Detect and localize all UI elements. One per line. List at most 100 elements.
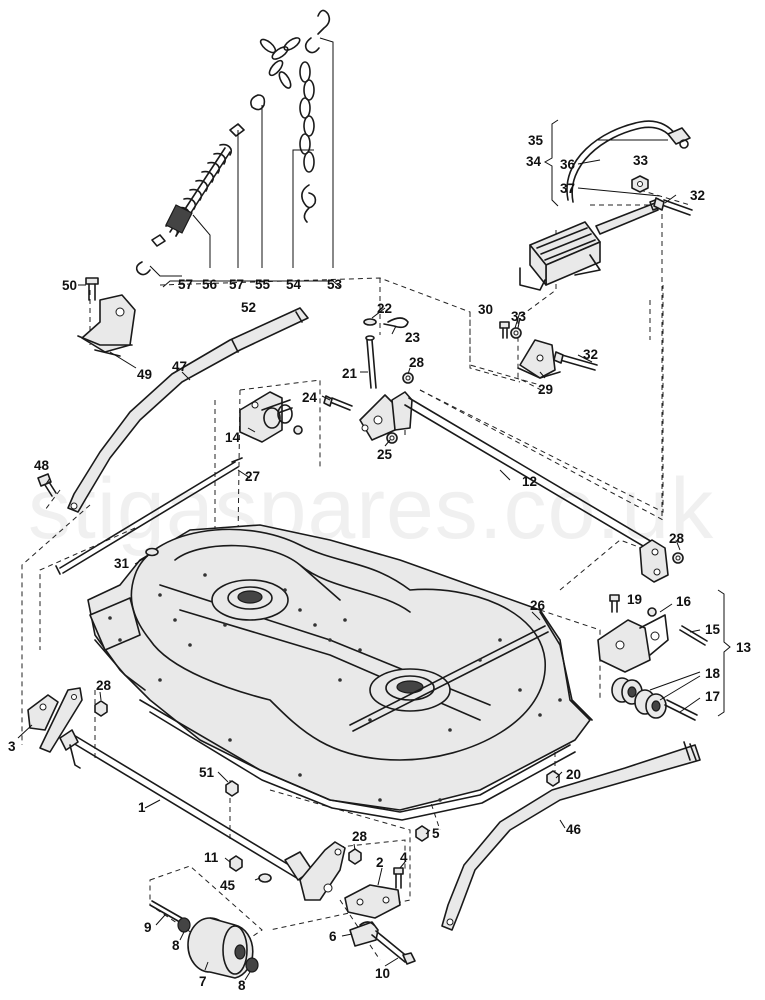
callout-13: 13 bbox=[736, 640, 752, 655]
actuator-assembly bbox=[519, 120, 693, 291]
callout-55: 55 bbox=[255, 277, 271, 292]
nut-8-right bbox=[245, 957, 259, 973]
bolt-32 bbox=[553, 351, 598, 371]
brace-34 bbox=[543, 119, 559, 207]
callout-28a: 28 bbox=[409, 355, 425, 370]
callout-2: 2 bbox=[376, 855, 384, 870]
callout-27: 27 bbox=[245, 469, 260, 484]
callout-18: 18 bbox=[705, 666, 721, 681]
tension-spring bbox=[165, 143, 233, 237]
callout-1: 1 bbox=[138, 800, 146, 815]
callout-30: 30 bbox=[478, 302, 493, 317]
washer-22 bbox=[363, 318, 377, 326]
callout-45: 45 bbox=[220, 878, 236, 893]
callout-48: 48 bbox=[34, 458, 50, 473]
callout-5: 5 bbox=[432, 826, 440, 841]
bolt-48 bbox=[37, 473, 57, 497]
lower-hook bbox=[301, 184, 317, 223]
callout-32b: 32 bbox=[583, 347, 598, 362]
callout-51: 51 bbox=[199, 765, 215, 780]
callout-14: 14 bbox=[225, 430, 241, 445]
mower-deck bbox=[87, 524, 593, 821]
callout-56: 56 bbox=[202, 277, 218, 292]
chain-links-diagonal bbox=[259, 37, 301, 89]
lift-arm-47 bbox=[67, 307, 309, 513]
nut-51 bbox=[225, 780, 239, 797]
callout-24: 24 bbox=[302, 390, 318, 405]
chain-vertical bbox=[299, 61, 315, 173]
callout-17: 17 bbox=[705, 689, 720, 704]
roller-7 bbox=[187, 917, 254, 979]
callout-31: 31 bbox=[114, 556, 130, 571]
callout-leaders-kit bbox=[649, 603, 701, 713]
shaft-12 bbox=[404, 397, 669, 583]
spring-clip bbox=[135, 261, 151, 276]
callout-57b: 57 bbox=[229, 277, 244, 292]
callout-leaders-actuator bbox=[577, 139, 677, 204]
callout-22: 22 bbox=[377, 301, 392, 316]
washer-31 bbox=[145, 547, 159, 557]
brace-13 bbox=[717, 589, 731, 717]
bracket-14 bbox=[239, 391, 303, 443]
washer-28-left bbox=[94, 700, 108, 717]
callout-leaders-top bbox=[149, 37, 334, 277]
spacer-17 bbox=[664, 699, 698, 721]
cable-36 bbox=[566, 120, 679, 201]
callout-50: 50 bbox=[62, 278, 77, 293]
callout-28b: 28 bbox=[669, 531, 685, 546]
callout-21: 21 bbox=[342, 366, 358, 381]
callout-33a: 33 bbox=[633, 153, 649, 168]
clip-23 bbox=[383, 317, 409, 329]
bracket-49 bbox=[77, 294, 136, 357]
nut-11 bbox=[229, 855, 243, 872]
nut-5 bbox=[415, 825, 429, 842]
arm-bracket bbox=[299, 841, 346, 901]
washer-28-right bbox=[348, 848, 362, 865]
callout-6: 6 bbox=[329, 929, 337, 944]
callout-leaders bbox=[17, 284, 681, 981]
washer-28-pivot bbox=[402, 372, 414, 384]
callout-33b: 33 bbox=[511, 309, 527, 324]
callout-36: 36 bbox=[560, 157, 576, 172]
bracket-29 bbox=[517, 339, 561, 379]
callout-numbers: 53 54 55 57 56 57 52 50 49 47 48 35 34 3… bbox=[8, 133, 752, 993]
callout-57a: 57 bbox=[178, 277, 193, 292]
callout-12: 12 bbox=[522, 474, 537, 489]
callout-11: 11 bbox=[204, 850, 219, 865]
callout-15: 15 bbox=[705, 622, 721, 637]
callout-47: 47 bbox=[172, 359, 187, 374]
callout-53: 53 bbox=[327, 277, 343, 292]
callout-54: 54 bbox=[286, 277, 302, 292]
bracket-16 bbox=[597, 614, 669, 673]
lift-arm-46 bbox=[441, 741, 701, 931]
chain-spring-assembly bbox=[135, 9, 341, 288]
pivot-bracket bbox=[359, 391, 413, 441]
bolt-24 bbox=[323, 395, 353, 411]
clamp-6 bbox=[349, 921, 379, 947]
callout-9: 9 bbox=[144, 920, 152, 935]
bolt-10 bbox=[371, 930, 416, 965]
callout-8b: 8 bbox=[238, 978, 246, 993]
callout-28d: 28 bbox=[352, 829, 368, 844]
callout-16: 16 bbox=[676, 594, 692, 609]
pivot-pin-21 bbox=[365, 335, 377, 389]
bolt-32-top bbox=[661, 199, 693, 216]
watermark: stigaspares.co.uk bbox=[28, 461, 714, 557]
callout-34: 34 bbox=[526, 154, 542, 169]
callout-26: 26 bbox=[530, 598, 546, 613]
bracket-3 bbox=[27, 694, 59, 731]
callout-29: 29 bbox=[538, 382, 553, 397]
callout-49: 49 bbox=[137, 367, 152, 382]
callout-8a: 8 bbox=[172, 938, 180, 953]
washer-45 bbox=[258, 873, 272, 883]
callout-23: 23 bbox=[405, 330, 421, 345]
nut-28-shaft bbox=[672, 552, 684, 564]
bolt-19 bbox=[609, 594, 620, 613]
callout-32a: 32 bbox=[690, 188, 705, 203]
washer-33 bbox=[510, 327, 522, 339]
nut-8-left bbox=[177, 917, 191, 933]
nut-20 bbox=[546, 770, 560, 787]
nut-33-top bbox=[631, 175, 649, 193]
callout-28c: 28 bbox=[96, 678, 112, 693]
